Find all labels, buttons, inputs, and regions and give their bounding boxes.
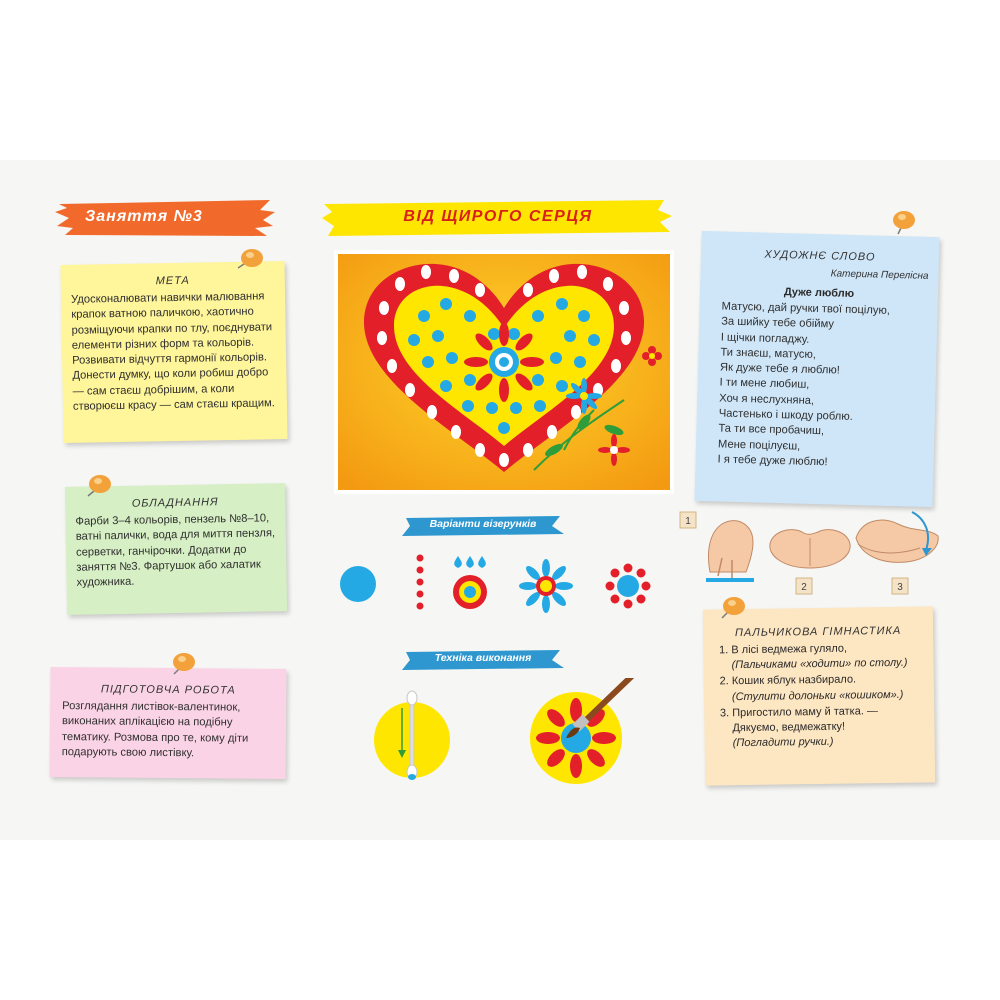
technique-illustrations [374, 678, 635, 784]
page-title: Від щирого серця [403, 208, 593, 225]
step-number: 2 [801, 582, 807, 593]
lesson-page: Заняття №3 Мета Удосконалювати навички м… [0, 160, 1000, 840]
lesson-banner-text: Заняття №3 [85, 208, 203, 225]
step-number: 3 [897, 582, 903, 593]
title-banner: Від щирого серця [322, 198, 674, 238]
gym-text: Пригостило маму й татка. — Дякуємо, ведм… [732, 704, 879, 735]
preparation-text: Розглядання листівок-валентинок, виконан… [61, 700, 249, 760]
list-item: Кошик яблук назбирало. (Стулити долоньки… [732, 672, 924, 705]
finger-gym-list: В лісі ведмежа гуляло, (Пальчиками «ходи… [703, 636, 935, 752]
finger-exercise-illustration: 1 2 3 [679, 511, 939, 595]
pushpin-icon [237, 249, 263, 269]
gym-hint: (Погладити ручки.) [732, 736, 834, 750]
goal-text: Удосконалювати навички малювання крапок … [70, 290, 275, 413]
equipment-text: Фарби 3–4 кольорів, пензель №8–10, ватні… [75, 512, 276, 589]
goal-note: Мета Удосконалювати навички малювання кр… [60, 261, 288, 443]
heart-artwork [334, 250, 674, 494]
technique-label: Техніка виконання [434, 652, 532, 664]
art-word-note: Художнє слово Катерина Перелісна Дуже лю… [694, 230, 940, 508]
patterns-label: Варіанти візерунків [429, 518, 537, 530]
pushpin-icon [893, 211, 915, 235]
patterns-ribbon: Варіанти візерунків [400, 514, 566, 538]
list-item: Пригостило маму й татка. — Дякуємо, ведм… [732, 703, 925, 751]
pattern-variants [340, 554, 651, 613]
finger-gym-note: Пальчикова гімнастика В лісі ведмежа гул… [702, 606, 936, 786]
lesson-banner: Заняття №3 [55, 198, 277, 238]
gym-hint: (Пальчиками «ходити» по столу.) [731, 656, 908, 672]
gym-text: В лісі ведмежа гуляло, [731, 642, 848, 657]
poem-lines: Матусю, дай ручки твої поцілую, За шийку… [695, 296, 937, 473]
gym-hint: (Стулити долоньки «кошиком».) [731, 688, 904, 703]
pushpin-icon [87, 475, 111, 497]
technique-ribbon: Техніка виконання [400, 648, 566, 672]
pushpin-icon [721, 597, 745, 619]
list-item: В лісі ведмежа гуляло, (Пальчиками «ходи… [731, 641, 923, 674]
pushpin-icon [173, 653, 195, 675]
gym-text: Кошик яблук назбирало. [731, 673, 857, 688]
step-number: 1 [685, 516, 691, 527]
